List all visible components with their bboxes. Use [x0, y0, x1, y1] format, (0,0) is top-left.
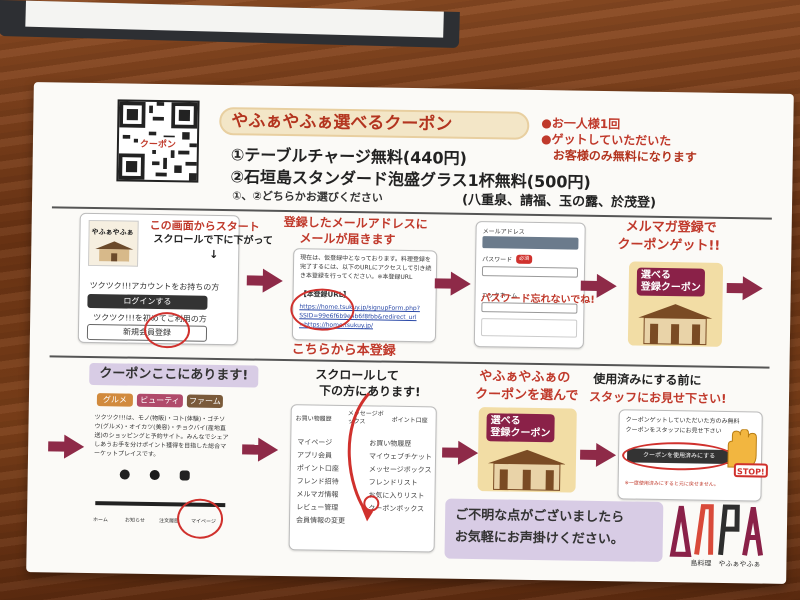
tab-point-account[interactable]: ポイント口座	[391, 416, 428, 425]
arrow-step4-next	[742, 276, 763, 301]
mail-field[interactable]	[482, 236, 579, 250]
comment-field[interactable]	[480, 318, 578, 338]
login-button[interactable]: ログインする	[87, 293, 208, 310]
restaurant-logo-text: やふぁやふぁ	[91, 227, 134, 237]
coupon-building-icon	[638, 304, 713, 346]
facebook-icon[interactable]	[149, 469, 160, 481]
coupon-badge-2-line2: 登録クーポン	[490, 427, 551, 440]
step7-title-line1: やふぁやふぁの	[479, 369, 571, 386]
restaurant-building-icon	[95, 241, 134, 262]
step1-down-arrow: ↓	[209, 247, 219, 261]
arrow-step5-to-step6	[257, 437, 279, 462]
register-highlight-circle	[143, 311, 191, 349]
step8-title-line1: 使用済みにする前に	[593, 371, 702, 388]
use-warning-text: ※一度使用済みにすると元に戻せません。	[624, 480, 719, 488]
step4-title-line2: クーポンゲット!!	[617, 237, 721, 254]
arrow-step1-to-step2	[262, 268, 283, 293]
required-tag: 必須	[516, 254, 533, 264]
coupon-badge: 選べる 登録クーポン	[636, 267, 706, 297]
logo-caption: 島料理 やふぁやふぁ	[690, 559, 761, 569]
register-here-text: こちらから本登録	[291, 342, 396, 359]
awamori-brands: (八重泉、請福、玉の露、於茂登)	[461, 192, 657, 211]
menu-left-0[interactable]: マイページ	[297, 438, 333, 447]
stop-hand-icon	[727, 428, 757, 468]
help-message-box: ご不明な点がございましたら お気軽にお声掛けください。	[444, 498, 664, 562]
scroll-curve-arrow-icon	[347, 392, 374, 522]
step7-coupon-card[interactable]: 選べる 登録クーポン	[477, 407, 577, 493]
step3-form-screen: メールアドレス パスワード 必須 ニックネーム	[473, 221, 586, 349]
mail-body-text: 現在は、仮登録中となっております。料理登録を完了するには、以下のURLにアクセス…	[299, 254, 432, 282]
x-social-icon[interactable]	[119, 469, 130, 480]
password-label: パスワード	[482, 256, 513, 264]
step2-title-line2: メールが届きます	[299, 231, 396, 247]
arrow-into-row2	[63, 434, 85, 459]
step7-title-line2: クーポンを選んで	[474, 387, 579, 404]
coupon-badge-line2: 登録クーポン	[640, 281, 701, 294]
instagram-icon[interactable]	[179, 470, 190, 481]
qr-code-icon	[118, 101, 198, 181]
url-highlight-circle	[290, 288, 355, 332]
step6-title-line1: スクロールして	[315, 367, 400, 383]
coupon-here-pill: クーポンここにあります!	[89, 362, 259, 388]
step4-coupon-card[interactable]: 選べる 登録クーポン	[627, 261, 724, 347]
restaurant-logo-box: やふぁやふぁ	[88, 219, 139, 267]
nav-home[interactable]: ホーム	[92, 517, 108, 524]
stop-badge: STOP!	[733, 463, 768, 478]
nav-news[interactable]: お知らせ	[124, 517, 145, 524]
coupon-title: やふぁやふぁ選べるクーポン	[219, 106, 530, 140]
arrow-step6-to-step7	[457, 440, 479, 466]
account-text: ツクツク!!!アカウントをお持ちの方	[89, 280, 220, 292]
arrow-step3-to-step4	[596, 273, 617, 299]
qr-label: クーポン	[137, 136, 179, 151]
coupon-building-icon-2	[487, 449, 566, 491]
help-line2: お気軽にお声掛けください。	[454, 529, 624, 548]
tag-gourmet[interactable]: グルメ	[96, 393, 134, 407]
qr-code[interactable]	[116, 99, 200, 183]
coupon-badge-2-line1: 選べる	[490, 415, 521, 427]
help-line1: ご不明な点がございましたら	[455, 507, 625, 526]
arrow-step7-to-step8	[595, 442, 617, 468]
password-hint: パスワード忘れないでね!	[480, 293, 595, 306]
use-screen-text-2: クーポンをスタッフにお見せ下さい	[625, 426, 722, 435]
menu-left-1[interactable]: アプリ会員	[297, 451, 333, 460]
step4-title-line1: メルマガ登録で	[625, 219, 717, 236]
coupon-badge-2: 選べる 登録クーポン	[486, 413, 555, 443]
tag-farm[interactable]: ファーム	[186, 394, 224, 409]
service-description: ツクツク!!!は、モノ(物販)・コト(体験)・ゴチソウ(グルメ)・オイカツ(美容…	[94, 414, 229, 459]
step8-title-line2: スタッフにお見せ下さい!	[588, 389, 727, 406]
password-field[interactable]	[481, 266, 579, 278]
arrow-step2-to-step3	[450, 271, 471, 296]
coupon-flyer: クーポン やふぁやふぁ選べるクーポン ●お一人様1回 ●ゲットしていただいた お…	[26, 82, 794, 584]
tag-beauty[interactable]: ビューティー	[136, 393, 184, 418]
yafa-yafa-logo-icon	[669, 504, 764, 557]
coupon-badge-line1: 選べる	[640, 269, 672, 282]
step1-phone-screen: やふぁやふぁ ツクツク!!!アカウントをお持ちの方 ログインする ツクツク!!!…	[77, 212, 240, 346]
choose-one-text: ①、②どちらかお選びください	[232, 189, 383, 205]
tab-purchase-history[interactable]: お買い物履歴	[295, 415, 332, 423]
note-free-only: お客様のみ無料になります	[552, 148, 697, 165]
